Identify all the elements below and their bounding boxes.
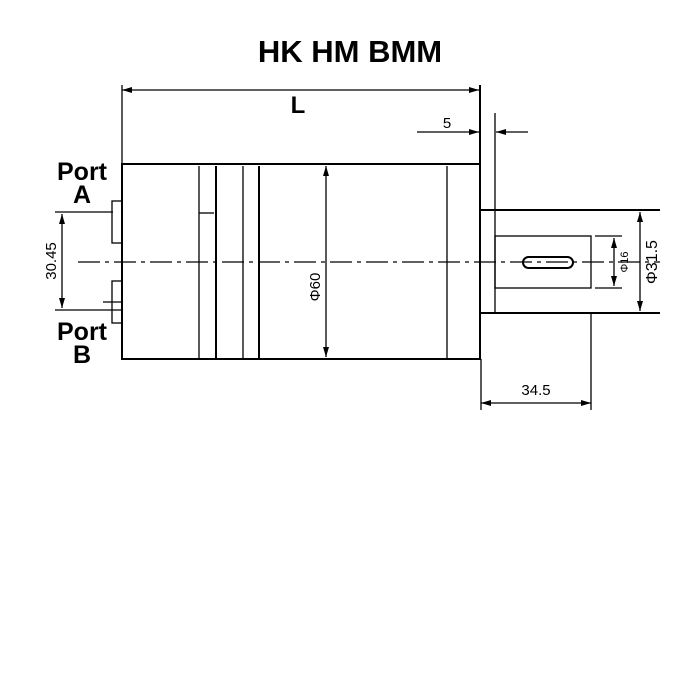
port-a-label: Port — [57, 158, 108, 186]
shaft-assembly — [479, 85, 660, 410]
port-bosses — [55, 200, 123, 324]
shaft-length-label: 34.5 — [521, 382, 550, 399]
keyway-slot — [522, 256, 574, 269]
port-b-letter: B — [73, 341, 91, 369]
drawing-title: HK HM BMM — [258, 34, 442, 69]
port-b-label: Port — [57, 318, 108, 346]
port-spacing-label: 30.45 — [43, 242, 60, 280]
pilot-diameter-label: Φ31.5 — [644, 240, 661, 284]
flange-label: 5 — [443, 115, 451, 132]
body-diameter-label: Φ60 — [307, 273, 324, 302]
port-a-letter: A — [73, 181, 91, 209]
shaft-diameter-label: Φ16 — [619, 251, 631, 272]
length-label: L — [291, 92, 306, 119]
